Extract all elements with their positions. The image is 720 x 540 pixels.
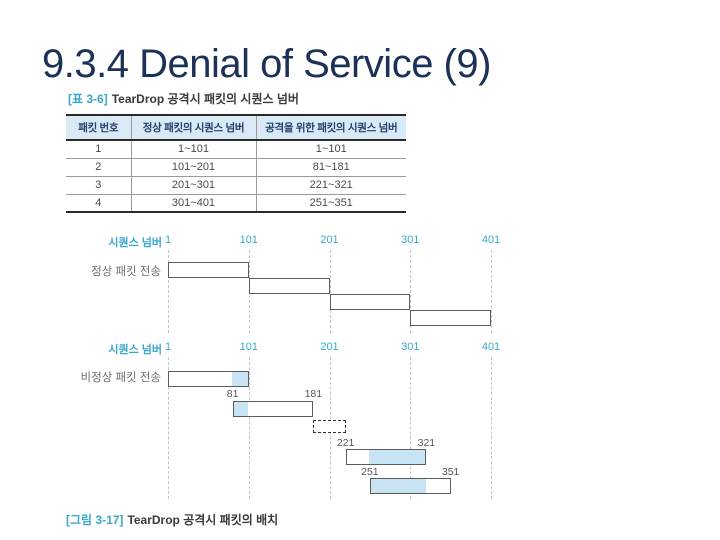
tick-label: 401 [481, 341, 501, 353]
figure-caption-text: TearDrop 공격시 패킷의 배치 [127, 513, 279, 527]
table-header-cell: 정상 패킷의 시퀀스 넘버 [130, 115, 256, 141]
table-cell: 1~101 [130, 140, 256, 159]
tick-label: 301 [401, 234, 420, 246]
table-cell: 101~201 [130, 158, 256, 177]
table-cell: 221~321 [255, 176, 406, 195]
packet-box [410, 310, 491, 326]
tick-label: 1 [164, 341, 172, 353]
overlap-fill [233, 402, 249, 416]
table-cell: 1 [66, 140, 131, 159]
tick-label: 401 [481, 234, 501, 246]
overlap-fill [369, 450, 426, 464]
table-header-cell: 패킷 번호 [66, 115, 131, 141]
grid-line [248, 357, 250, 499]
range-label: 181 [304, 388, 323, 400]
table-cell: 81~181 [255, 158, 406, 177]
figure-caption-tag: [그림 3-17] [66, 513, 124, 527]
table-cell: 3 [66, 176, 131, 195]
table-caption-tag: [표 3-6] [68, 92, 108, 106]
grid-line [491, 250, 492, 333]
table-cell: 301~401 [130, 194, 256, 212]
page-title: 9.3.4 Denial of Service (9) [42, 42, 491, 86]
gap-box [313, 420, 346, 433]
tick-label: 101 [239, 341, 258, 353]
range-label: 251 [361, 466, 379, 478]
table-caption: [표 3-6]TearDrop 공격시 패킷의 시퀀스 넘버 [68, 90, 299, 107]
tick-label: 201 [320, 234, 339, 246]
packet-box [168, 371, 249, 387]
range-label: 81 [226, 388, 239, 400]
tick-label: 201 [320, 341, 339, 353]
grid-line [168, 250, 169, 333]
grid-line [491, 357, 492, 499]
packet-box [369, 478, 451, 494]
row-label: 비정상 패킷 전송 [80, 372, 161, 384]
packet-box [329, 294, 411, 310]
table-cell: 2 [66, 158, 131, 177]
table-cell: 1~101 [255, 140, 406, 159]
packet-box [232, 401, 314, 417]
range-label: 221 [336, 437, 355, 449]
tick-label: 101 [239, 234, 258, 246]
grid-line [168, 357, 169, 499]
figure-caption: [그림 3-17]TearDrop 공격시 패킷의 배치 [66, 511, 278, 528]
overlap-fill [232, 372, 248, 386]
tick-label: 1 [164, 234, 172, 246]
table-cell: 4 [95, 196, 102, 209]
axis-label: 시퀀스 넘버 [108, 237, 162, 249]
packet-box [248, 278, 330, 294]
table-header-cell: 공격을 위한 패킷의 시퀀스 넘버 [255, 115, 406, 141]
packet-box [168, 262, 249, 278]
table-cell: 251~351 [255, 194, 406, 212]
grid-line [410, 357, 412, 499]
range-label: 351 [441, 466, 460, 478]
table-cell: 201~301 [130, 176, 256, 195]
overlap-fill [370, 479, 426, 493]
grid-line [410, 250, 412, 333]
table-caption-text: TearDrop 공격시 패킷의 시퀀스 넘버 [111, 92, 299, 106]
grid-line [329, 250, 331, 333]
row-label: 정상 패킷 전송 [91, 266, 161, 278]
tick-label: 301 [401, 341, 420, 353]
axis-label: 시퀀스 넘버 [108, 344, 162, 356]
packet-box [345, 449, 427, 465]
range-label: 321 [417, 437, 436, 449]
